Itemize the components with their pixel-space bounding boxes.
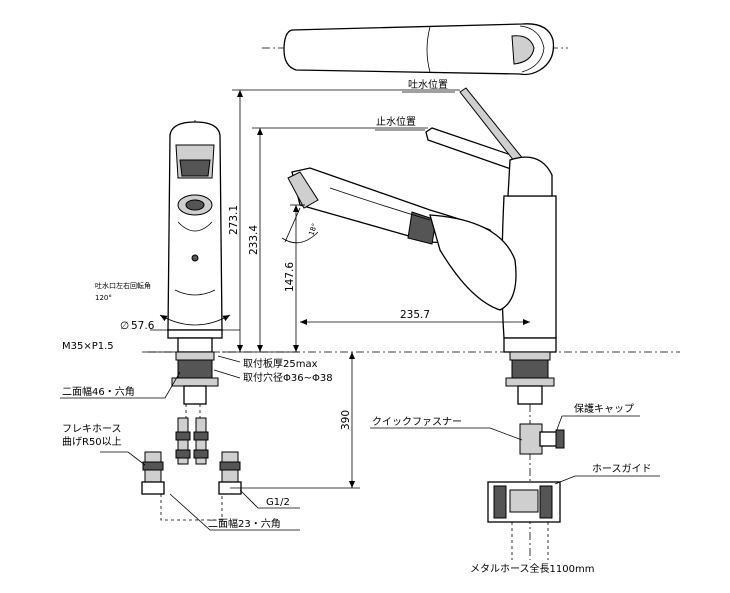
label-metal-hose: メタルホース全長1100mm (470, 562, 594, 575)
label-hole: 取付穴径Φ36~Φ38 (243, 371, 333, 384)
label-protect-cap: 保護キャップ (574, 402, 634, 415)
dimension-lines (60, 89, 660, 531)
label-hose-guide: ホースガイド (592, 463, 652, 475)
dim-147: 147.6 (284, 262, 296, 292)
label-plate: 取付板厚25max (243, 357, 318, 370)
diameter-symbol: ∅ (120, 320, 129, 332)
label-spout-close: 止水位置 (376, 115, 416, 128)
top-view-handle (262, 23, 568, 76)
side-view (281, 87, 565, 560)
label-rotation-note: 吐水口左右回転角 (95, 281, 151, 290)
label-bend-radius: 曲げR50以上 (62, 436, 122, 448)
label-rotation-angle: 120° (95, 294, 112, 302)
annotation-labels: 吐水位置 止水位置 吐水口左右回転角 120° ∅ 57.6 M35×P1.5 … (62, 78, 652, 575)
label-hex46: 二面幅46・六角 (62, 385, 135, 398)
label-g12: G1/2 (266, 497, 290, 508)
label-hex23: 二面幅23・六角 (208, 517, 281, 530)
label-quick-fastener: クイックファスナー (372, 416, 462, 428)
label-flex-hose: フレキホース (62, 423, 122, 435)
front-view (141, 120, 242, 521)
dim-233: 233.4 (248, 225, 260, 255)
label-spout-open: 吐水位置 (408, 78, 448, 91)
label-thread: M35×P1.5 (62, 341, 114, 352)
dim-235: 235.7 (400, 309, 430, 321)
dim-diameter: 57.6 (131, 320, 155, 332)
dim-273: 273.1 (228, 205, 240, 235)
dim-angle-18: 18° (307, 222, 319, 236)
dim-390: 390 (340, 410, 352, 430)
